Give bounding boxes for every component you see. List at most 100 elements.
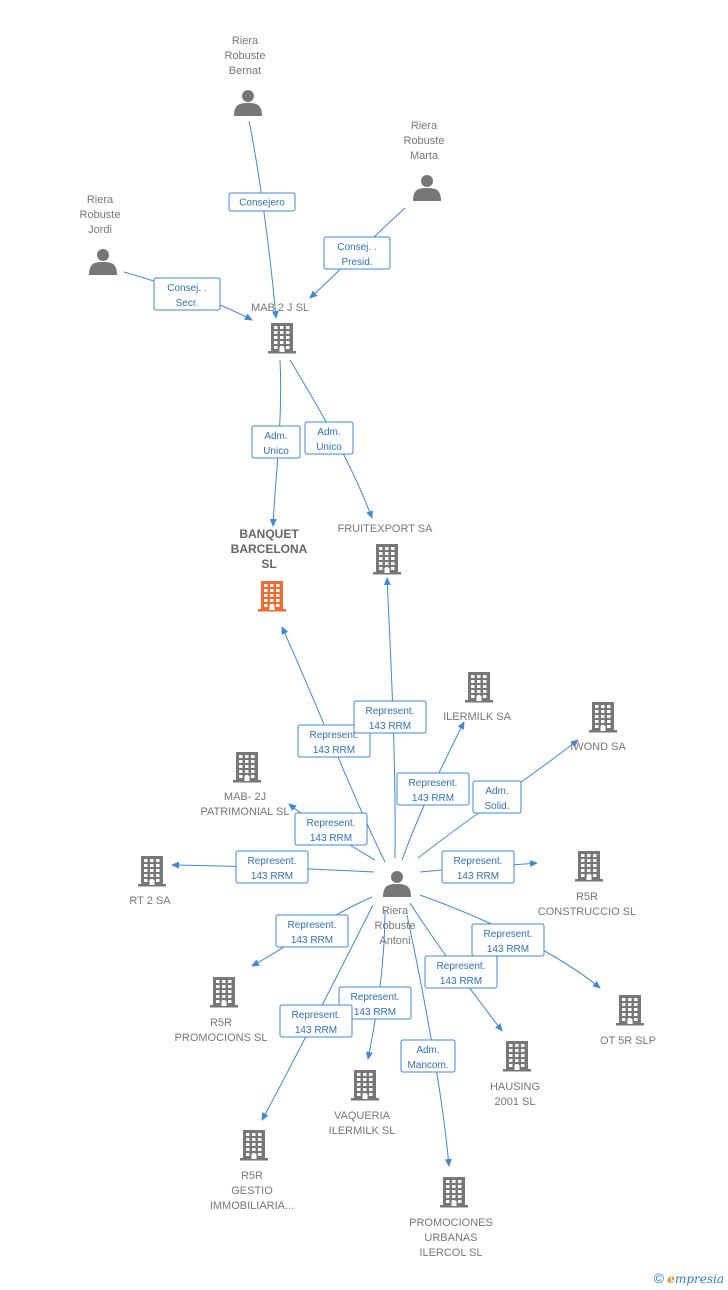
copyright-symbol: © — [653, 1270, 664, 1286]
building-icon — [258, 581, 286, 612]
edge-label-ant-ot5r[interactable]: Represent.143 RRM — [471, 923, 545, 957]
node-rt2[interactable]: RT 2 SA — [129, 856, 171, 907]
edge-label-ant-fruit[interactable]: Represent.143 RRM — [353, 700, 427, 734]
node-iwond[interactable]: IWOND SA — [570, 702, 626, 753]
edge-label-line: Adm. — [485, 786, 508, 797]
edge-label-text: Represent. 143 RRM — [409, 778, 458, 804]
node-label-line: Robuste — [404, 135, 445, 147]
edge-label-ant-hausing[interactable]: Represent.143 RRM — [424, 955, 498, 989]
edge-label-jordi-mab[interactable]: Consej. .Secr. — [153, 277, 221, 311]
edge-label-box — [228, 192, 296, 212]
node-label-line: ILERCOL SL — [419, 1247, 482, 1259]
node-label-line: VAQUERIA — [334, 1110, 391, 1122]
person-icon — [89, 249, 117, 275]
empresia-brand[interactable]: © empresia — [654, 1270, 724, 1286]
edge-label-line: Mancom. — [407, 1060, 448, 1071]
node-label-line: PROMOCIONES — [409, 1217, 493, 1229]
edge-label-ant-iwond[interactable]: Adm. Solid. — [472, 780, 522, 814]
node-fruitexport[interactable]: FRUITEXPORT SA — [338, 523, 434, 575]
building-icon — [575, 851, 603, 882]
node-label-line: R5R — [576, 891, 598, 903]
node-label-line: ILERMILK SA — [443, 711, 512, 723]
node-label-line: Riera — [382, 905, 409, 917]
edge-label-marta-mab[interactable]: Consej. .Presid. — [323, 236, 391, 270]
building-icon — [440, 1177, 468, 1208]
node-label: OT 5R SLP — [600, 1035, 656, 1047]
edge-label-box — [294, 812, 368, 846]
edge-label-box — [153, 277, 221, 311]
edge-label-line: Represent. — [409, 778, 458, 789]
edge-label-line: Represent. — [310, 730, 359, 741]
edge-label-box — [275, 914, 349, 948]
edge-label-text: Represent.143 RRM — [351, 992, 400, 1018]
edge-label-line: 143 RRM — [310, 833, 352, 844]
edge-label-ant-ilermilk[interactable]: Represent. 143 RRM — [396, 772, 470, 806]
edge-label-line: 143 RRM — [440, 976, 482, 987]
edge-label-line: 143 RRM — [251, 871, 293, 882]
node-label-line: RT 2 SA — [129, 895, 171, 907]
edge-label-box — [251, 425, 301, 459]
edge-label-ant-r5rgestio[interactable]: Represent.143 RRM — [279, 1004, 353, 1038]
edge-label-text: Adm. Mancom. — [407, 1045, 448, 1071]
edge-label-line: Represent. — [307, 818, 356, 829]
edge-label-line: Solid. — [484, 801, 509, 812]
node-label-line: SL — [261, 557, 276, 571]
node-label-line: ILERMILK SL — [329, 1125, 396, 1137]
node-vaqueria[interactable]: VAQUERIA ILERMILK SL — [329, 1070, 396, 1137]
building-icon — [616, 995, 644, 1026]
edge-label-text: Represent.143 RRM — [292, 1010, 341, 1036]
edge-label-ant-mabpatr[interactable]: Represent. 143 RRM — [294, 812, 368, 846]
node-label-line: Riera — [87, 194, 114, 206]
brand-name: mpresia — [674, 1272, 724, 1286]
edge-label-line: 143 RRM — [457, 871, 499, 882]
edge-label-line: Represent. — [292, 1010, 341, 1021]
edge-label-line: Adm. — [264, 431, 287, 442]
edge-label-line: Secr. — [176, 298, 199, 309]
edge-label-text: Represent.143 RRM — [288, 920, 337, 946]
edge-label-ant-promurb[interactable]: Adm. Mancom. — [400, 1039, 456, 1073]
edge-label-ant-rt2[interactable]: Represent.143 RRM — [235, 850, 309, 884]
edge-label-ant-r5rconstr[interactable]: Represent. 143 RRM — [441, 850, 515, 884]
edge-label-mab-banquet[interactable]: Adm.Unico — [251, 425, 301, 459]
node-ot5r[interactable]: OT 5R SLP — [600, 995, 656, 1047]
edge-label-ant-r5rprom[interactable]: Represent.143 RRM — [275, 914, 349, 948]
edge-label-box — [304, 421, 354, 455]
edge-label-line: Represent. — [454, 856, 503, 867]
brand-logo-letter: e — [667, 1272, 675, 1286]
edge-label-box — [400, 1039, 456, 1073]
node-label-line: OT 5R SLP — [600, 1035, 656, 1047]
edge-label-line: Adm. — [416, 1045, 439, 1056]
edge-label-line: 143 RRM — [354, 1007, 396, 1018]
node-label-line: MAB 2 J SL — [251, 302, 309, 314]
edge-label-ant-vaqueria[interactable]: Represent.143 RRM — [338, 986, 412, 1020]
node-ilermilk[interactable]: ILERMILK SA — [443, 672, 512, 723]
edge-label-bernat-mab[interactable]: Consejero — [228, 192, 296, 212]
edge-ant-vaqueria — [365, 909, 386, 1060]
building-icon — [351, 1070, 379, 1101]
node-label-line: Robuste — [225, 50, 266, 62]
building-icon — [138, 856, 166, 887]
edge-label-mab-fruit[interactable]: Adm.Unico — [304, 421, 354, 455]
edge-label-ant-banquet[interactable]: Represent.143 RRM — [297, 724, 371, 758]
edge-label-line: Represent. — [288, 920, 337, 931]
building-icon — [268, 323, 296, 354]
edge-label-line: 143 RRM — [412, 793, 454, 804]
node-mab2j[interactable]: MAB 2 J SL — [251, 302, 309, 354]
edge-label-box — [338, 986, 412, 1020]
